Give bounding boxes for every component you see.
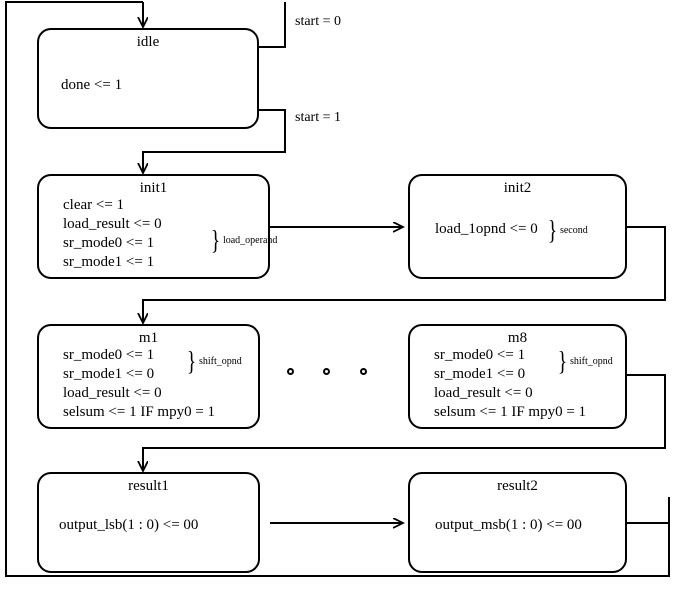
state-result1-actions: output_lsb(1 : 0) <= 00 [59, 516, 278, 535]
ellipsis-dot-icon [287, 368, 294, 375]
action-line: output_lsb(1 : 0) <= 00 [59, 517, 199, 533]
state-result2[interactable]: result2 output_msb(1 : 0) <= 00 [408, 472, 627, 573]
transition-m8-to-result1 [143, 374, 666, 470]
state-init1-annotation: } load_operand [209, 225, 278, 255]
action-line: selsum <= 1 IF mpy0 = 1 [434, 404, 587, 420]
transition-label-start0: start = 0 [295, 14, 341, 29]
action-line: sr_mode0 <= 1 [63, 347, 155, 363]
action-line: load_result <= 0 [434, 385, 533, 401]
state-m1-actions: sr_mode0 <= 1 sr_mode1 <= 0 load_result … [63, 346, 282, 422]
curly-brace-icon: } [547, 215, 558, 245]
action-line: load_1opnd <= 0 [435, 221, 538, 237]
action-line: load_result <= 0 [63, 216, 162, 232]
action-line: done <= 1 [61, 77, 123, 93]
state-m8-actions: sr_mode0 <= 1 sr_mode1 <= 0 load_result … [434, 346, 649, 422]
state-idle-actions: done <= 1 [61, 76, 279, 95]
state-init1-name: init1 [139, 180, 168, 196]
state-init2-annotation: } second [546, 215, 588, 245]
action-line: sr_mode0 <= 1 [63, 235, 155, 251]
ellipsis-dot-icon [360, 368, 367, 375]
curly-brace-icon: } [186, 346, 197, 376]
state-result2-name: result2 [497, 478, 538, 494]
state-init2[interactable]: init2 load_1opnd <= 0 } second [408, 174, 627, 279]
action-line: sr_mode1 <= 0 [63, 366, 155, 382]
state-m8-name: m8 [507, 330, 528, 346]
curly-brace-icon: } [557, 346, 568, 376]
state-m8[interactable]: m8 sr_mode0 <= 1 sr_mode1 <= 0 load_resu… [408, 324, 627, 429]
transition-idle-to-init1 [143, 109, 286, 172]
action-line: load_result <= 0 [63, 385, 162, 401]
transition-idle-start0 [259, 2, 286, 48]
transition-result2-to-idle [627, 522, 670, 576]
transition-init2-to-m1 [143, 226, 666, 322]
state-m8-annotation: } shift_opnd [556, 346, 613, 376]
state-init2-actions: load_1opnd <= 0 [435, 220, 650, 239]
action-line: sr_mode0 <= 1 [434, 347, 526, 363]
state-result1[interactable]: result1 output_lsb(1 : 0) <= 00 [37, 472, 260, 573]
action-line: clear <= 1 [63, 197, 125, 213]
annotation-label: load_operand [222, 234, 278, 246]
annotation-label: shift_opnd [569, 355, 613, 367]
state-m1-annotation: } shift_opnd [185, 346, 242, 376]
state-result1-name: result1 [128, 478, 169, 494]
action-line: sr_mode1 <= 1 [63, 254, 155, 270]
state-m1-name: m1 [138, 330, 159, 346]
state-result2-actions: output_msb(1 : 0) <= 00 [435, 516, 650, 535]
state-init1[interactable]: init1 clear <= 1 load_result <= 0 sr_mod… [37, 174, 277, 279]
annotation-label: second [559, 224, 588, 236]
transition-label-start1: start = 1 [295, 110, 341, 125]
state-idle[interactable]: idle done <= 1 [37, 28, 259, 129]
curly-brace-icon: } [210, 225, 221, 255]
annotation-label: shift_opnd [198, 355, 242, 367]
state-idle-name: idle [136, 34, 160, 50]
action-line: sr_mode1 <= 0 [434, 366, 526, 382]
action-line: selsum <= 1 IF mpy0 = 1 [63, 404, 216, 420]
action-line: output_msb(1 : 0) <= 00 [435, 517, 582, 533]
state-init1-actions: clear <= 1 load_result <= 0 sr_mode0 <= … [63, 196, 292, 272]
ellipsis-dot-icon [323, 368, 330, 375]
state-init2-name: init2 [503, 180, 532, 196]
state-m1[interactable]: m1 sr_mode0 <= 1 sr_mode1 <= 0 load_resu… [37, 324, 260, 429]
